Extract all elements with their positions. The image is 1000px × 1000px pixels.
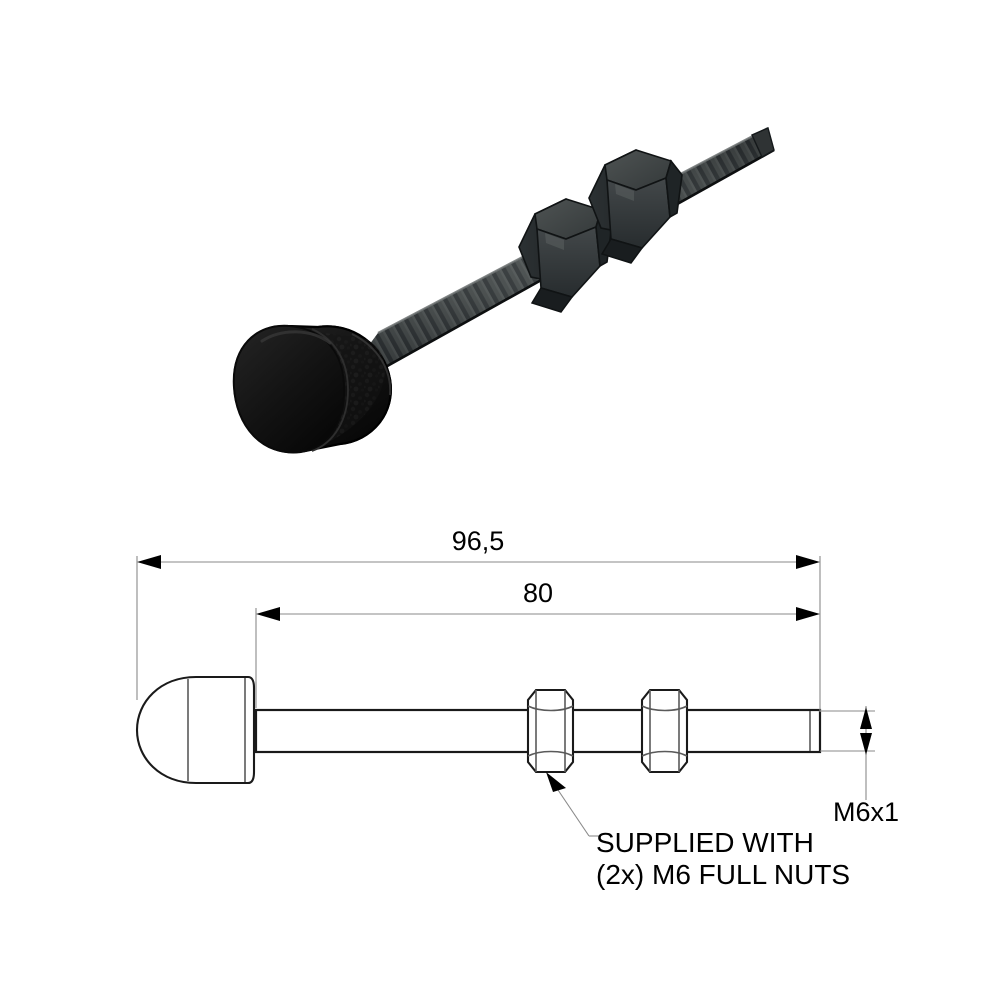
- nut-left-chamfer-top: [527, 705, 574, 712]
- thread-length-dimension: 80: [255, 578, 820, 700]
- thread-spec-label: M6x1: [833, 797, 899, 827]
- rubber-cap-3d: [232, 324, 393, 454]
- note-leader-line: [555, 786, 590, 837]
- side-view: [135, 675, 822, 785]
- nut-upper-right-facet: [665, 159, 683, 219]
- hex-nut-upper: [588, 149, 683, 264]
- overall-arrow-right: [796, 555, 820, 569]
- supplied-with-note: SUPPLIED WITH (2x) M6 FULL NUTS: [546, 772, 850, 890]
- nut-right-outline: [640, 688, 689, 774]
- nut-left-chamfer-bottom: [527, 750, 574, 757]
- thread-spec-dimension: M6x1: [820, 706, 899, 827]
- nut-lower-bottom-facet: [530, 287, 574, 313]
- note-line-1: SUPPLIED WITH: [596, 827, 814, 858]
- cap-profile: [135, 675, 257, 785]
- thread-arrow-right: [796, 607, 820, 621]
- thread-spec-arrow-up: [860, 707, 872, 729]
- nut-profile-left: [526, 688, 575, 774]
- overall-length-label: 96,5: [452, 526, 505, 556]
- cap-top-highlight: [260, 330, 332, 345]
- thread-spec-arrow-down: [860, 733, 872, 755]
- nut-profile-right: [640, 688, 689, 774]
- cap-nose: [233, 325, 345, 454]
- note-leader-arrow: [546, 772, 566, 792]
- nut-right-chamfer-bottom: [641, 750, 688, 757]
- nut-upper-highlight: [615, 184, 634, 201]
- thread-length-label: 80: [523, 578, 553, 608]
- overall-arrow-left: [137, 555, 161, 569]
- nut-lower-highlight: [545, 233, 564, 250]
- rod-end-face: [751, 127, 775, 158]
- nut-upper-bottom-facet: [600, 238, 644, 264]
- isometric-render: [232, 127, 775, 454]
- hex-nut-lower: [518, 198, 613, 313]
- cap-flange-rim: [351, 333, 392, 396]
- nut-left-outline: [526, 688, 575, 774]
- nut-right-chamfer-top: [641, 705, 688, 712]
- thread-arrow-left: [256, 607, 280, 621]
- cap-outline: [135, 675, 256, 785]
- overall-length-dimension: 96,5: [136, 526, 821, 712]
- note-line-2: (2x) M6 FULL NUTS: [596, 859, 850, 890]
